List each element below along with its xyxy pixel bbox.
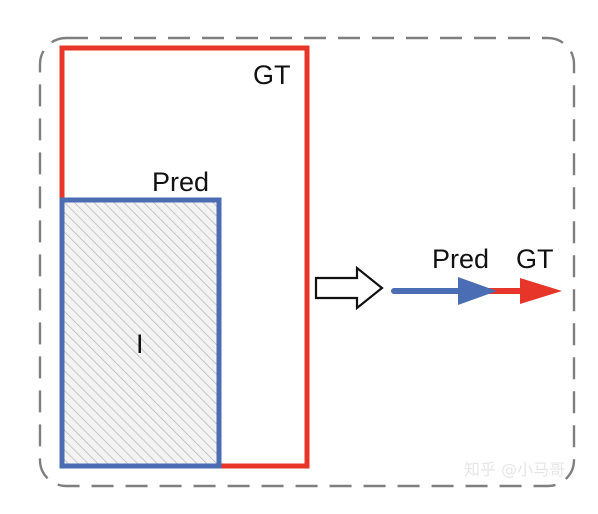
pred-box (59, 197, 222, 469)
gt-arrowhead-icon (520, 278, 562, 304)
dashed-frame (38, 36, 576, 488)
gt-box-label: GT (253, 60, 291, 90)
hollow-arrow-icon (314, 265, 384, 311)
arrow-gt-label: GT (516, 244, 554, 274)
pred-box-label: Pred (152, 167, 209, 197)
watermark: 知乎 @小马哥 (464, 460, 565, 479)
pred-arrowhead-icon (458, 277, 497, 305)
intersection-label: I (136, 329, 144, 359)
arrow-pred-label: Pred (432, 244, 489, 274)
intersection-area (62, 200, 219, 466)
